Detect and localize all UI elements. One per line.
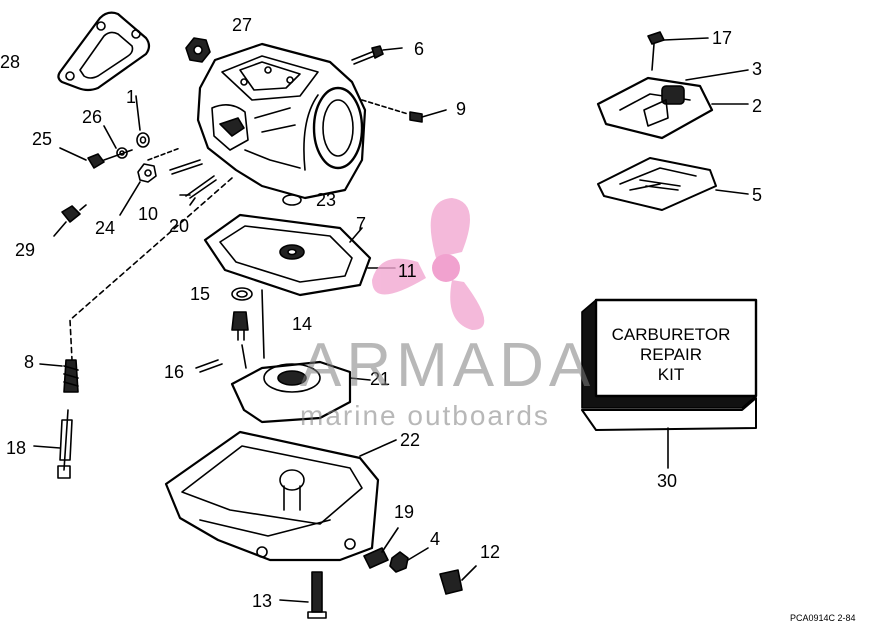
part-30-repair-kit-box [581, 298, 758, 469]
parts-14-15-16 [195, 287, 265, 373]
part-9-screw [361, 99, 447, 123]
callout-7: 7 [356, 214, 367, 234]
callout-30: 30 [657, 471, 678, 491]
callout-25: 25 [32, 129, 53, 149]
callout-26: 26 [82, 107, 103, 127]
callout-11: 11 [398, 261, 417, 281]
part-22-float-bowl [164, 430, 397, 562]
part-17-screw [647, 31, 709, 71]
callout-28: 28 [0, 52, 21, 72]
callout-12: 12 [480, 542, 501, 562]
callout-8: 8 [24, 352, 35, 372]
callout-9: 9 [456, 99, 467, 119]
callout-6: 6 [414, 39, 425, 59]
watermark-brand: ARMADA [300, 331, 596, 400]
kit-line-2: REPAIR [639, 345, 703, 364]
part-6-screw [351, 45, 403, 65]
assembly-line [69, 177, 233, 361]
callout-13: 13 [252, 591, 273, 611]
drawing-code: PCA0914C 2-84 [790, 613, 856, 623]
callout-23: 23 [316, 190, 337, 210]
watermark-tagline: marine outboards [300, 400, 550, 431]
part-23-oring [282, 194, 302, 206]
small-parts-left [59, 95, 181, 216]
parts-4-12-13-19 [279, 527, 477, 619]
callout-1: 1 [126, 87, 137, 107]
carburetor-body [196, 42, 367, 200]
callout-18: 18 [6, 438, 27, 458]
callout-10: 10 [138, 204, 159, 224]
part-2-3-cover [596, 69, 749, 140]
callout-20: 20 [169, 216, 190, 236]
callout-3: 3 [752, 59, 763, 79]
callout-27: 27 [232, 15, 253, 35]
callout-2: 2 [752, 96, 763, 116]
part-28-gasket [57, 11, 151, 92]
kit-line-3: KIT [657, 365, 685, 384]
callout-17: 17 [712, 28, 733, 48]
callout-24: 24 [95, 218, 116, 238]
callout-14: 14 [292, 314, 313, 334]
callout-19: 19 [394, 502, 415, 522]
armada-propeller-logo [372, 198, 485, 330]
parts-8-18 [33, 359, 79, 479]
pins-10-20 [169, 159, 217, 206]
callout-15: 15 [190, 284, 211, 304]
callout-22: 22 [400, 430, 421, 450]
part-27-nut [185, 37, 211, 63]
kit-line-1: CARBURETOR [611, 325, 731, 344]
callout-21: 21 [370, 369, 391, 389]
callout-4: 4 [430, 529, 441, 549]
part-7-11-gasket [203, 213, 396, 297]
repair-kit-label: CARBURETOR REPAIR KIT [596, 325, 746, 385]
part-21-float [230, 360, 371, 424]
callout-16: 16 [164, 362, 185, 382]
part-29-fitting [53, 204, 87, 237]
part-5-diaphragm [597, 157, 749, 211]
callout-5: 5 [752, 185, 763, 205]
callout-29: 29 [15, 240, 36, 260]
